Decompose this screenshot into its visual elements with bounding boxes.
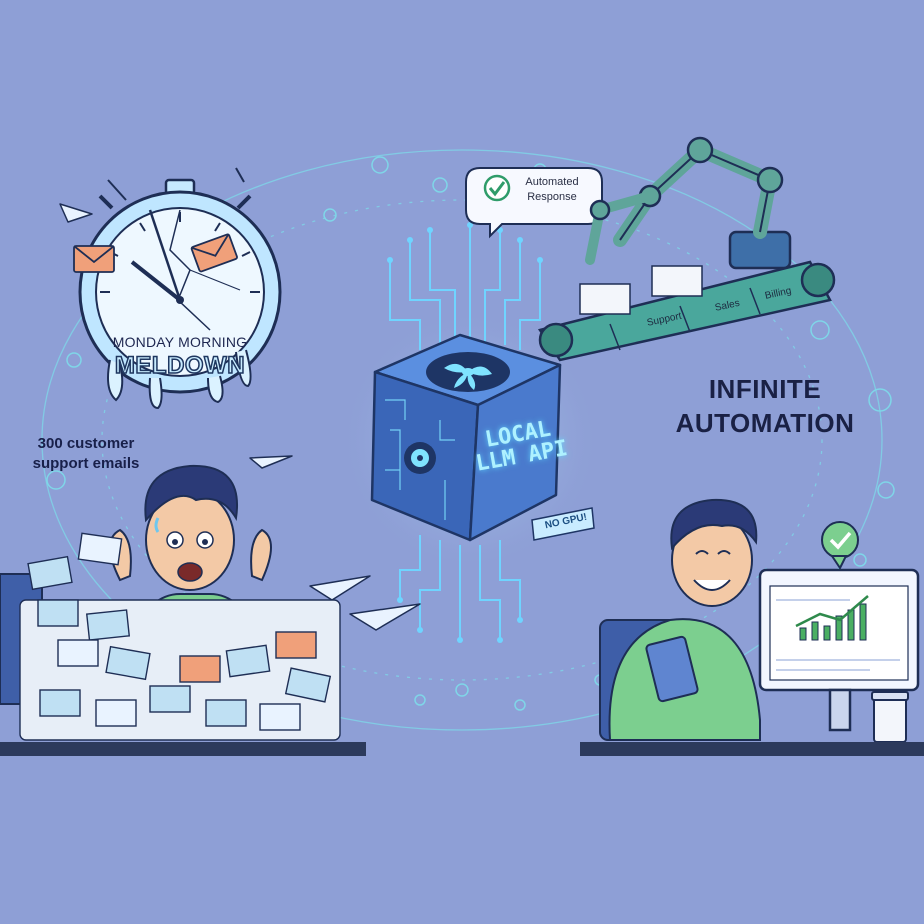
check-badge-icon <box>821 521 859 570</box>
no-gpu-tag <box>531 507 595 541</box>
paper-stacks <box>579 265 703 315</box>
chat-bubble <box>465 167 603 239</box>
cube-fan-icon <box>426 352 510 392</box>
coffee-cup-icon <box>871 691 909 743</box>
orbit-nodes <box>46 156 895 711</box>
cube-circuit-etching <box>385 399 455 520</box>
chat-bubble-text: Automated Response <box>525 176 579 203</box>
clock-title-line2: MELDOWN <box>114 351 246 380</box>
orbit-ring <box>41 149 883 731</box>
cube-side-fan-icon <box>404 442 436 474</box>
clock-envelope-right-icon <box>190 233 238 273</box>
growth-chart-icon <box>795 595 869 641</box>
clock-motion-lines <box>107 167 245 201</box>
clock-envelope-left-icon <box>73 245 115 273</box>
conveyor-belt <box>537 260 836 362</box>
left-desk <box>0 742 366 756</box>
circuit-traces <box>389 225 541 640</box>
right-desk <box>580 742 924 756</box>
robot-arms <box>585 136 792 270</box>
circuit-dots <box>387 222 543 643</box>
clock-title-line1: MONDAY MORNING <box>112 334 248 350</box>
headline: INFINITE AUTOMATION <box>675 374 855 438</box>
email-count-caption: 300 customer support emails <box>32 435 140 472</box>
check-circle-icon <box>483 174 511 202</box>
email-pile <box>19 532 341 741</box>
